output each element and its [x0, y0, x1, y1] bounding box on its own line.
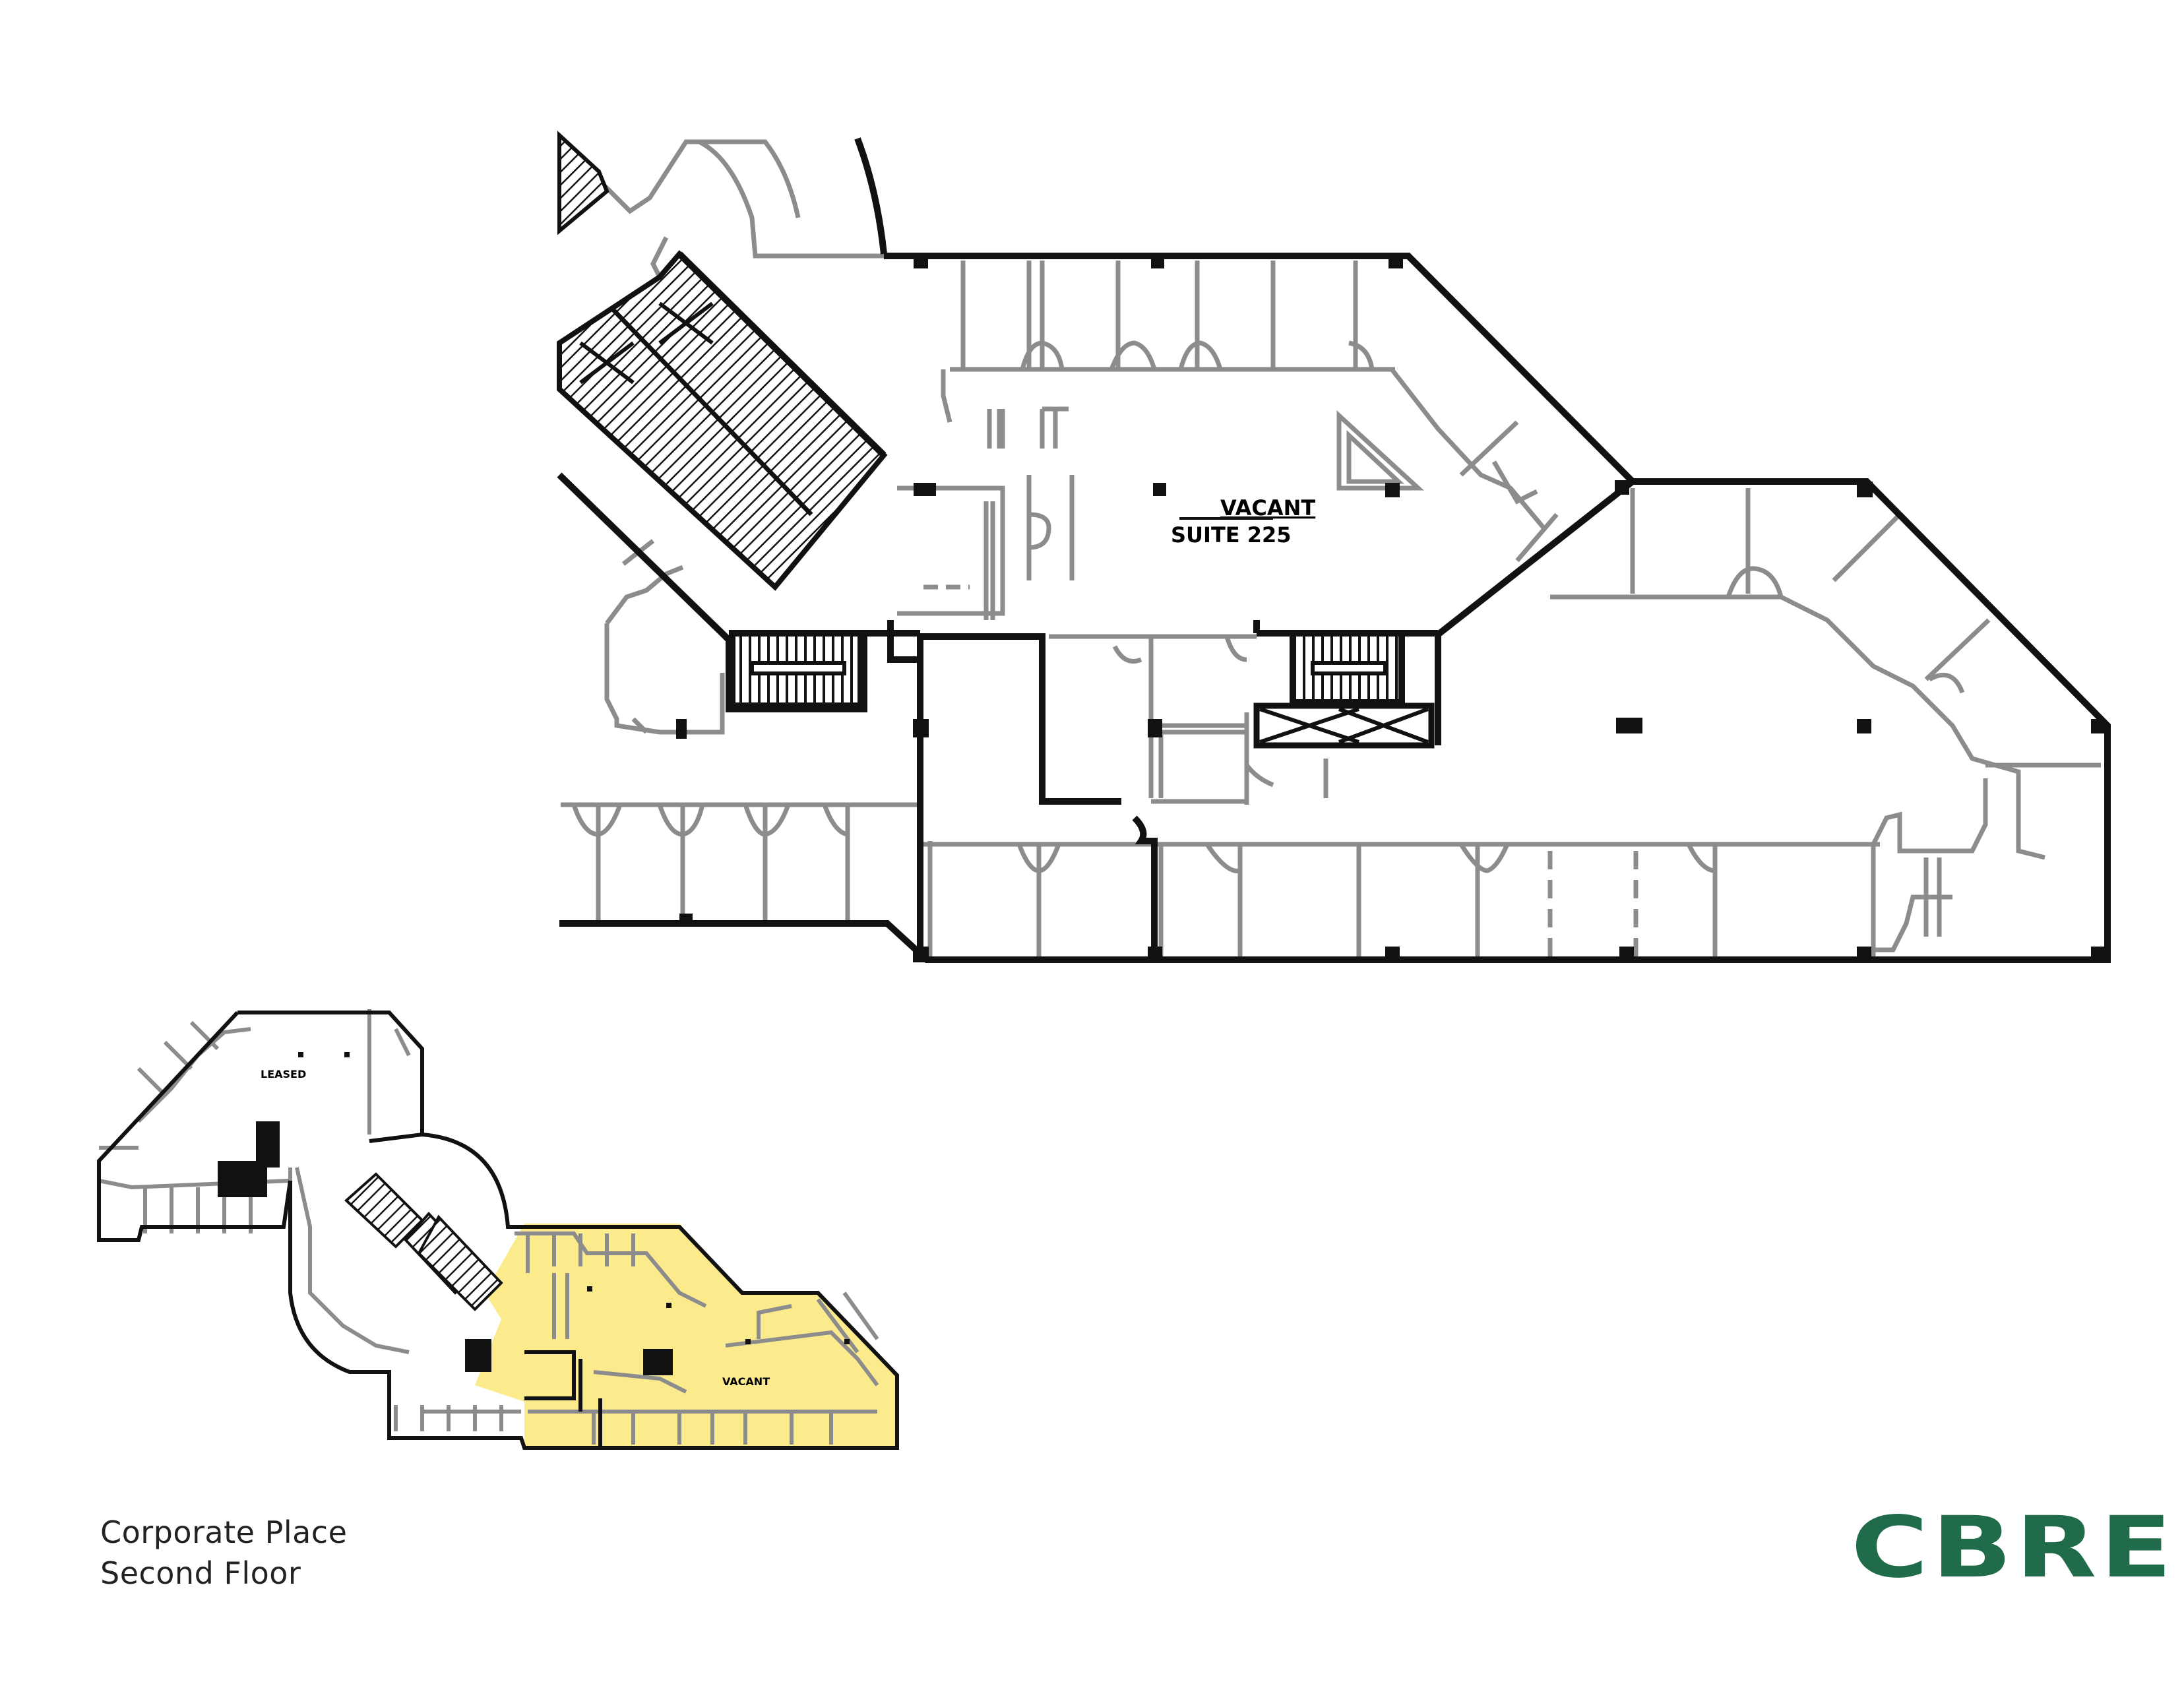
plan-caption: Corporate Place Second Floor [100, 1512, 347, 1594]
hatched-core [557, 131, 888, 591]
structural-columns [676, 254, 2106, 962]
cbre-logo: CBRE [1851, 1499, 2175, 1597]
floor-name: Second Floor [100, 1555, 301, 1591]
key-leased-label: LEASED [261, 1068, 306, 1080]
exterior-walls [557, 137, 2111, 963]
key-plan: LEASED VACANT [97, 1009, 899, 1450]
suite-status-label: VACANT [1220, 495, 1315, 520]
interior-walls [557, 139, 2101, 960]
main-floor-plan: VACANT SUITE 225 [557, 131, 2111, 963]
key-hatched-cores [344, 1172, 503, 1311]
stairwell-left [729, 630, 864, 709]
key-vacant-label: VACANT [722, 1375, 770, 1388]
suite-number-label: SUITE 225 [1171, 522, 1292, 547]
elevator-shaft [1253, 702, 1435, 749]
building-name: Corporate Place [100, 1514, 348, 1550]
stairwell-right [1290, 630, 1405, 706]
suite-label: VACANT SUITE 225 [1171, 495, 1315, 547]
